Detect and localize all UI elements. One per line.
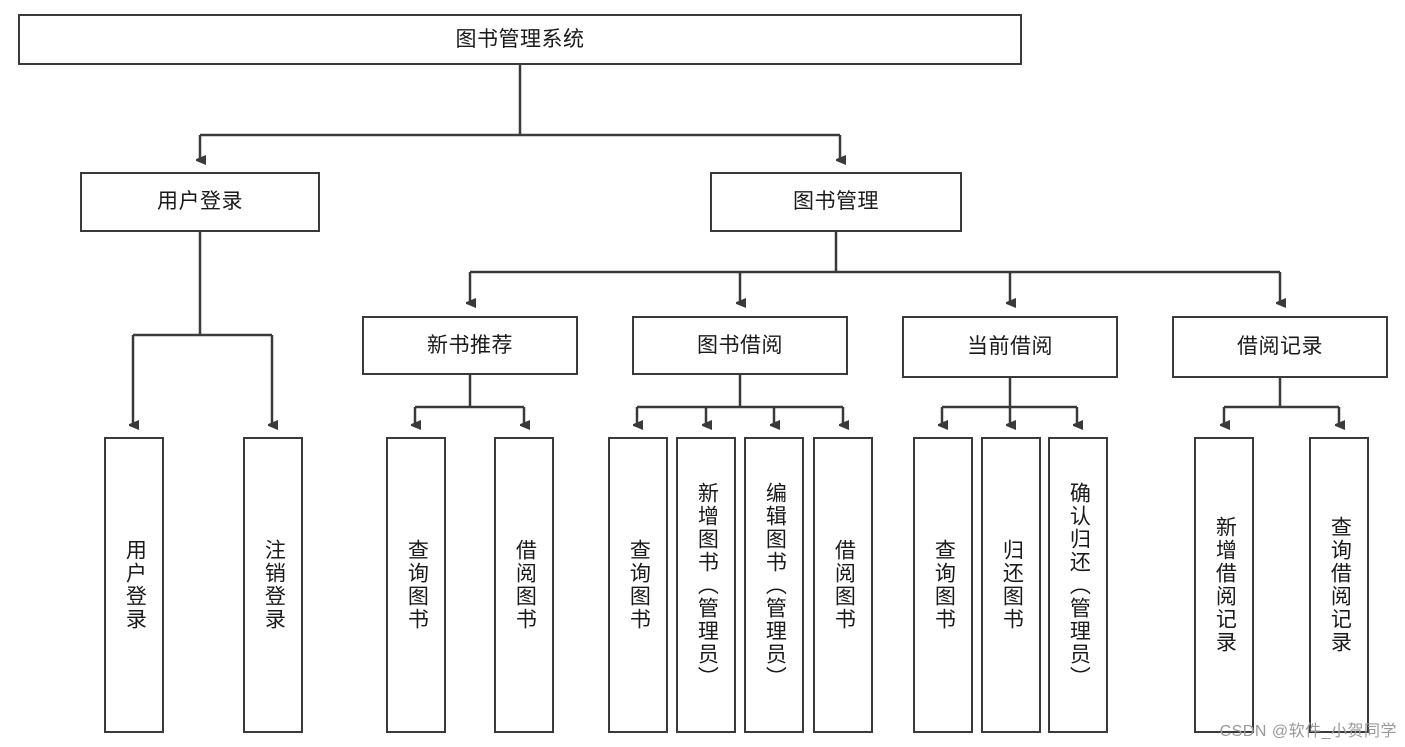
node-label: 编辑图书（管理员） [763, 481, 787, 689]
node-label: 图书借阅 [697, 333, 783, 357]
node-label: 借阅记录 [1237, 335, 1323, 359]
node-current-borrow[interactable]: 当前借阅 [902, 316, 1118, 378]
node-label: 查询图书 [627, 539, 651, 631]
leaf-edit-book-admin[interactable]: 编辑图书（管理员） [744, 437, 804, 733]
node-label: 确认归还（管理员） [1067, 481, 1091, 689]
node-label: 新增图书（管理员） [695, 481, 719, 689]
leaf-logout[interactable]: 注销登录 [243, 437, 303, 733]
node-label: 新书推荐 [427, 333, 513, 357]
leaf-return-books[interactable]: 归还图书 [981, 437, 1041, 733]
node-new-book-recommend[interactable]: 新书推荐 [362, 316, 578, 375]
leaf-add-borrow-record[interactable]: 新增借阅记录 [1194, 437, 1254, 733]
node-label: 用户登录 [157, 190, 243, 214]
node-label: 用户登录 [123, 539, 147, 631]
node-user-login[interactable]: 用户登录 [80, 172, 320, 232]
node-label: 查询图书 [405, 539, 429, 631]
node-label: 查询图书 [932, 539, 956, 631]
leaf-query-books-current[interactable]: 查询图书 [913, 437, 973, 733]
node-label: 图书管理 [793, 190, 879, 214]
leaf-borrow-books-recommend[interactable]: 借阅图书 [494, 437, 554, 733]
node-label: 图书管理系统 [455, 27, 585, 51]
leaf-query-books-borrow[interactable]: 查询图书 [608, 437, 668, 733]
node-label: 当前借阅 [967, 335, 1053, 359]
leaf-confirm-return-admin[interactable]: 确认归还（管理员） [1048, 437, 1108, 733]
node-label: 新增借阅记录 [1213, 516, 1237, 654]
node-borrow-records[interactable]: 借阅记录 [1172, 316, 1388, 378]
node-book-management[interactable]: 图书管理 [710, 172, 962, 232]
leaf-add-book-admin[interactable]: 新增图书（管理员） [676, 437, 736, 733]
node-label: 归还图书 [1000, 539, 1024, 631]
leaf-borrow-books[interactable]: 借阅图书 [813, 437, 873, 733]
node-label: 查询借阅记录 [1328, 516, 1352, 654]
node-label: 借阅图书 [832, 539, 856, 631]
watermark-text: CSDN @软件_小贺同学 [1219, 723, 1397, 740]
leaf-user-login[interactable]: 用户登录 [104, 437, 164, 733]
node-book-borrow[interactable]: 图书借阅 [632, 316, 848, 375]
node-label: 借阅图书 [513, 539, 537, 631]
leaf-query-books-recommend[interactable]: 查询图书 [386, 437, 446, 733]
leaf-query-borrow-record[interactable]: 查询借阅记录 [1309, 437, 1369, 733]
node-root-book-management-system[interactable]: 图书管理系统 [18, 14, 1022, 65]
node-label: 注销登录 [262, 539, 286, 631]
